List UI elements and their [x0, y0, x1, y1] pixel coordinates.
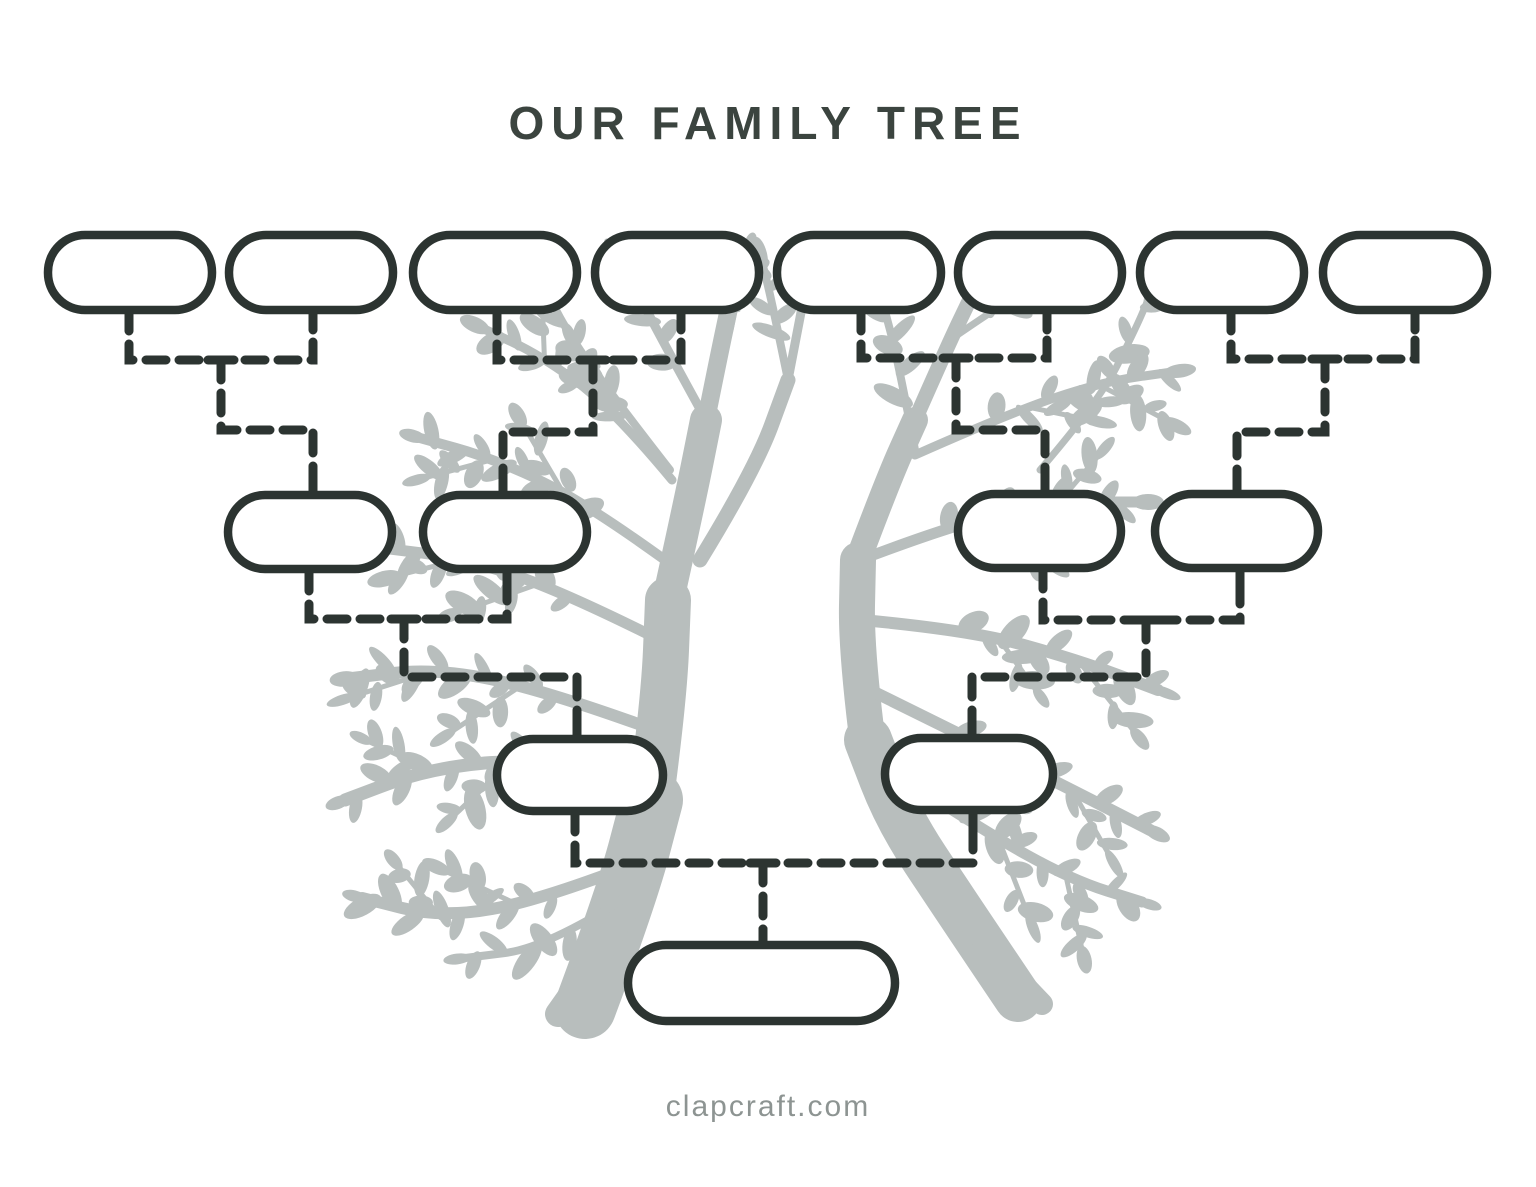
connector-pair1-stem	[216, 355, 318, 502]
name-field-gen1-8[interactable]	[1318, 230, 1492, 315]
generation-great-grandparents	[43, 230, 1492, 315]
name-field-gen1-7[interactable]	[1135, 230, 1309, 315]
name-field-gen2-4[interactable]	[1150, 489, 1323, 573]
name-field-gen1-4[interactable]	[590, 230, 764, 315]
name-field-gen2-1[interactable]	[223, 490, 397, 574]
name-field-gen1-5[interactable]	[772, 230, 946, 315]
connector-pair2-stem	[498, 355, 598, 502]
name-field-gen3-2[interactable]	[880, 733, 1058, 815]
generation-parents	[492, 733, 1058, 816]
box-output-stubs-gen1	[124, 307, 1420, 335]
name-field-gen2-2[interactable]	[418, 490, 592, 574]
connector-grandparents-right-stem	[967, 615, 1151, 744]
connector-pair4-stem	[1232, 354, 1330, 501]
generation-child	[623, 940, 900, 1026]
generation-grandparents	[223, 489, 1323, 574]
name-field-gen1-3[interactable]	[408, 230, 582, 315]
connector-pair3-stem	[951, 353, 1050, 501]
page-title: OUR FAMILY TREE	[508, 97, 1028, 149]
name-field-gen1-2[interactable]	[224, 230, 398, 315]
name-field-gen4-1[interactable]	[623, 940, 900, 1026]
name-field-gen2-3[interactable]	[953, 489, 1126, 573]
box-input-stubs-gen2	[308, 474, 1242, 499]
connector-grandparents-left-stem	[399, 614, 582, 746]
tee-caps-gen1	[203, 353, 1343, 379]
connector-pair4-rail	[1226, 306, 1420, 364]
connector-grandparents-right-rail	[1038, 564, 1245, 625]
name-field-gen1-1[interactable]	[43, 230, 217, 315]
website-credit: clapcraft.com	[665, 1090, 871, 1123]
name-field-gen1-6[interactable]	[953, 230, 1127, 315]
tee-caps-gen2	[386, 614, 1164, 639]
box-output-stubs-gen2	[304, 564, 1245, 593]
name-field-gen3-1[interactable]	[492, 734, 668, 816]
connector-pair1-rail	[124, 306, 318, 365]
